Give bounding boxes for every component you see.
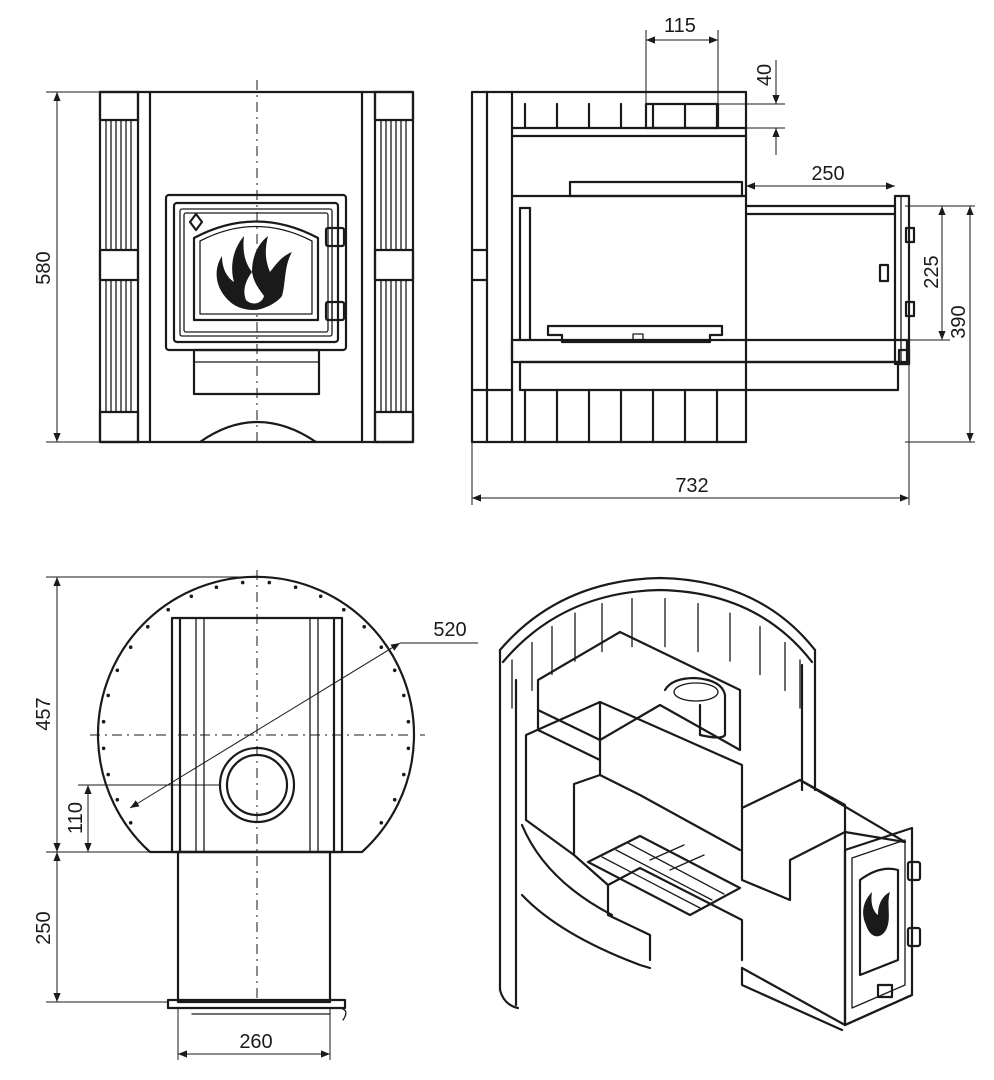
isometric-view bbox=[498, 576, 922, 1032]
dimension-label-580: 580 bbox=[33, 251, 55, 284]
dimension-tunnel-depth: 250 bbox=[746, 163, 895, 190]
dimension-label-732: 732 bbox=[675, 475, 708, 497]
dimension-door-height: 225 bbox=[905, 205, 975, 341]
dimension-chimney-height: 40 bbox=[718, 60, 785, 155]
dimension-body-depth: 457 bbox=[33, 576, 257, 853]
fire-door bbox=[164, 193, 348, 352]
dimension-chimney-offset: 110 bbox=[65, 784, 220, 852]
logo-diamond-icon bbox=[188, 212, 204, 232]
side-view bbox=[470, 90, 916, 444]
iso-fire-door bbox=[843, 826, 922, 1027]
flame-icon bbox=[216, 236, 292, 310]
dimension-label-225: 225 bbox=[921, 255, 943, 288]
dimension-label-250-tunnel: 250 bbox=[33, 911, 55, 944]
dimension-label-390: 390 bbox=[948, 305, 970, 338]
dimension-label-115: 115 bbox=[664, 15, 696, 37]
dimension-tunnel-height: 390 bbox=[905, 206, 975, 443]
dimension-total-length: 732 bbox=[471, 364, 910, 505]
dimension-label-520: 520 bbox=[433, 619, 466, 641]
dimension-label-260: 260 bbox=[239, 1031, 272, 1053]
dimension-tunnel-width: 260 bbox=[177, 1008, 331, 1060]
dimension-label-110: 110 bbox=[65, 802, 87, 834]
dimension-tunnel-length: 250 bbox=[33, 852, 168, 1003]
left-side-panel bbox=[98, 90, 140, 444]
dimension-chimney-width: 115 bbox=[645, 15, 719, 104]
iso-grate bbox=[586, 834, 742, 917]
dimension-label-457: 457 bbox=[33, 697, 55, 730]
dimension-label-40: 40 bbox=[754, 64, 776, 86]
dimension-front-height: 580 bbox=[33, 91, 100, 443]
right-side-panel bbox=[373, 90, 415, 444]
front-view bbox=[98, 80, 415, 445]
top-view bbox=[90, 570, 425, 1021]
dimension-diameter: 520 bbox=[129, 619, 478, 809]
dimension-label-250: 250 bbox=[811, 163, 844, 185]
